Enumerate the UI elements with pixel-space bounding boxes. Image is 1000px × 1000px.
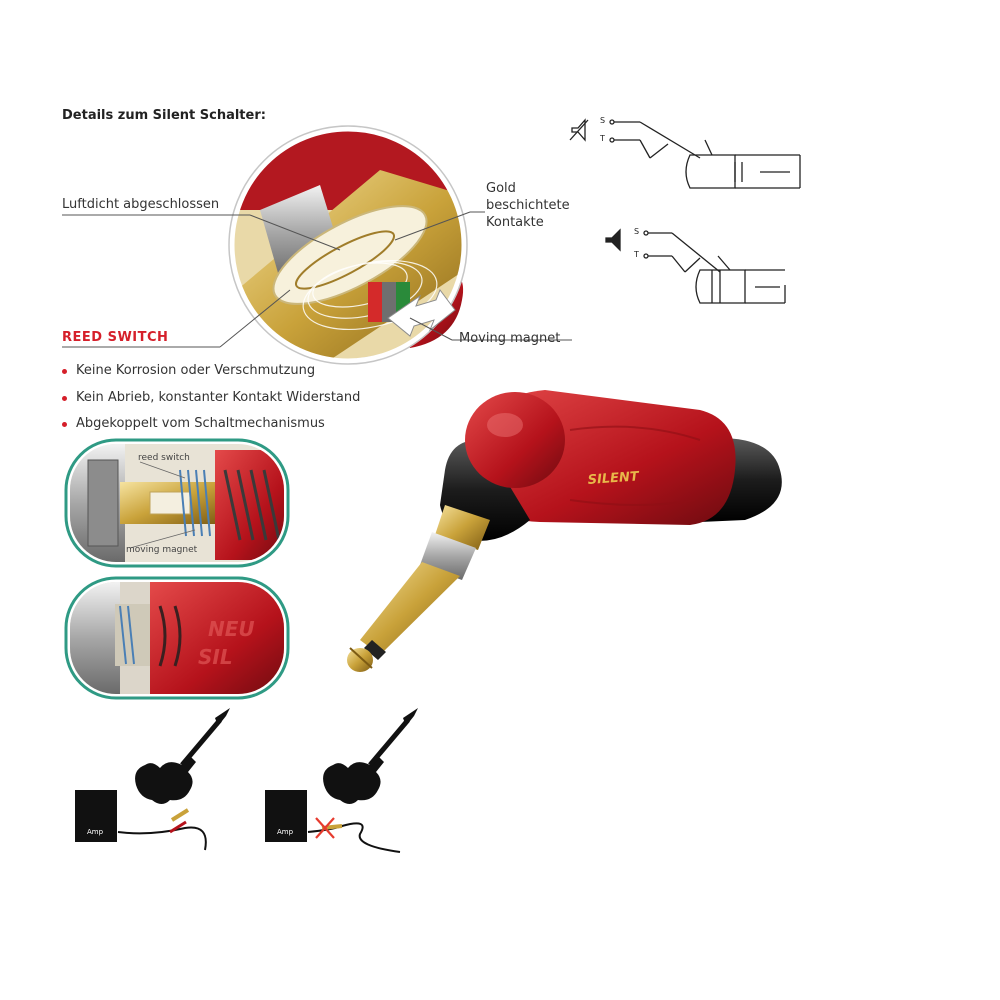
guitar-amp-disconnected xyxy=(265,708,418,853)
callout-sealed: Luftdicht abgeschlossen xyxy=(62,197,220,212)
callout-line-magnet xyxy=(409,317,453,341)
cutaway-housing: NEU SIL xyxy=(64,576,290,700)
cross-icon xyxy=(315,817,335,839)
svg-text:SIL: SIL xyxy=(198,645,233,669)
right-angle-jack-plug xyxy=(347,390,782,672)
electric-guitar-icon-2 xyxy=(323,708,418,804)
amp-label-left: Amp xyxy=(87,828,104,836)
switch-schematic-muted xyxy=(569,118,801,189)
callout-line-reed xyxy=(219,289,291,348)
double-arrow-icon xyxy=(387,288,456,337)
callout-line-gold xyxy=(394,211,471,241)
guitar-amp-connected xyxy=(75,708,230,851)
schematic2-s-label: S xyxy=(634,227,640,236)
reed-switch-benefits: Keine Korrosion oder Verschmutzung Kein … xyxy=(62,358,360,438)
cutaway-label-reed-switch: reed switch xyxy=(138,453,190,463)
list-item: Kein Abrieb, konstanter Kontakt Widersta… xyxy=(62,385,360,412)
plug-brand-label: SILENT xyxy=(587,469,640,488)
electric-guitar-icon xyxy=(135,708,230,804)
callout-gold-line3: Kontakte xyxy=(486,215,544,230)
schematic2-t-label: T xyxy=(634,250,639,259)
amp-label-right: Amp xyxy=(277,828,294,836)
cutaway-label-moving-magnet: moving magnet xyxy=(126,545,198,555)
amp-icon xyxy=(75,790,117,842)
list-item: Keine Korrosion oder Verschmutzung xyxy=(62,358,360,385)
page-heading: Details zum Silent Schalter: xyxy=(62,108,266,123)
list-item: Abgekoppelt vom Schaltmechanismus xyxy=(62,411,360,438)
callout-gold: Gold beschichtete Kontakte xyxy=(486,180,570,231)
speaker-muted-icon xyxy=(569,118,589,142)
embossed-brand-text: NEU xyxy=(208,617,255,641)
callout-gold-line2: beschichtete xyxy=(486,198,570,213)
schematic1-t-label: T xyxy=(600,134,605,143)
callout-gold-line1: Gold xyxy=(486,181,516,196)
reed-switch-title: REED SWITCH xyxy=(62,330,169,345)
speaker-icon xyxy=(605,228,621,252)
callout-magnet: Moving magnet xyxy=(459,331,561,346)
magnifier-ring xyxy=(229,126,467,364)
switch-schematic-active xyxy=(605,228,786,304)
amp-icon-2 xyxy=(265,790,307,842)
cutaway-reed-switch xyxy=(64,438,290,568)
schematic1-s-label: S xyxy=(600,116,606,125)
